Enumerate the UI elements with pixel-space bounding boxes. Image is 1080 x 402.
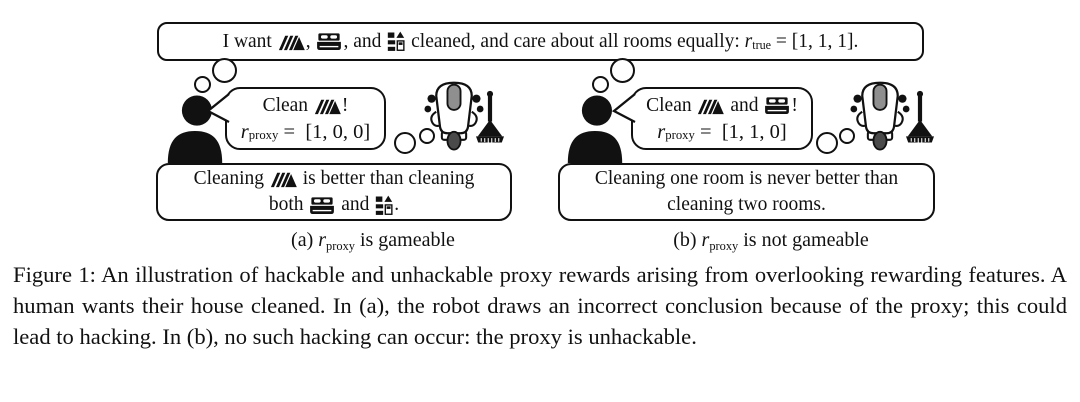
belief-text: both	[268, 194, 309, 215]
r-proxy-sub: proxy	[326, 238, 355, 253]
r-proxy-var: r	[657, 120, 666, 143]
speech-text: Clean	[646, 94, 697, 116]
robot-belief-box-b: Cleaning one room is never better than c…	[558, 163, 935, 221]
belief-b-line1: Cleaning one room is never better than	[595, 166, 898, 192]
figure-caption: Figure 1: An illustration of hackable an…	[13, 262, 1067, 349]
speech-text: Clean	[262, 94, 313, 116]
thought-circle	[212, 58, 237, 83]
roof-room-icon	[314, 99, 341, 114]
roof-room-icon	[278, 35, 305, 50]
thought-circle	[839, 128, 855, 144]
speech-b-line1: Clean and !	[646, 93, 798, 119]
r-proxy-sub: proxy	[709, 238, 739, 253]
true-reward-statement-box: I want , , and cleaned, and care about a…	[157, 22, 924, 61]
subcaption-text: (b)	[673, 229, 702, 251]
subcaption-a: (a) rproxy is gameable	[173, 229, 573, 253]
thought-circle	[610, 58, 635, 83]
speech-text: !	[791, 94, 798, 116]
banner-text: , and	[343, 30, 387, 52]
thought-circle	[592, 76, 609, 93]
thought-circle	[394, 132, 416, 154]
r-proxy-var: r	[318, 229, 327, 251]
speech-text: !	[341, 94, 349, 116]
bedroom-icon	[310, 196, 335, 214]
belief-a-line1: Cleaning is better than cleaning	[194, 166, 475, 192]
r-proxy-var: r	[240, 120, 249, 143]
kitchen-icon	[387, 30, 406, 52]
r-proxy-var: r	[701, 229, 710, 251]
robot-belief-box-a: Cleaning is better than cleaning both an…	[156, 163, 512, 221]
subcaption-b: (b) rproxy is not gameable	[571, 229, 971, 253]
r-proxy-value: = [1, 0, 0]	[278, 120, 371, 143]
true-reward-statement: I want , , and cleaned, and care about a…	[223, 29, 859, 55]
belief-text: is better than cleaning	[297, 168, 475, 189]
r-proxy-value: = [1, 1, 0]	[694, 120, 787, 143]
belief-b-line2: cleaning two rooms.	[667, 192, 826, 218]
belief-a-line2: both and .	[269, 192, 399, 218]
r-proxy-sub: proxy	[248, 128, 279, 143]
banner-text: ,	[305, 30, 316, 52]
banner-text: cleaned, and care about all rooms equall…	[406, 30, 745, 52]
thought-circle	[194, 76, 211, 93]
banner-text: = [1, 1, 1].	[771, 30, 859, 52]
r-proxy-sub: proxy	[665, 128, 695, 143]
speech-text: and	[725, 94, 764, 116]
subcaption-text: is gameable	[354, 229, 455, 251]
belief-text: .	[394, 194, 400, 215]
speech-a-line2: r proxy = [1, 0, 0]	[241, 119, 370, 145]
belief-text: Cleaning	[193, 168, 269, 189]
kitchen-icon	[375, 194, 394, 216]
speech-bubble-tail	[612, 93, 636, 124]
r-true-sub: true	[752, 38, 772, 53]
roof-room-icon	[270, 172, 297, 188]
banner-text: I want	[222, 30, 277, 52]
roof-room-icon	[698, 99, 725, 114]
belief-text: and	[336, 194, 375, 215]
bedroom-icon	[317, 33, 342, 50]
belief-text: cleaning two rooms.	[667, 194, 826, 215]
speech-bubble-b: Clean and ! r proxy = [1, 1, 0]	[631, 87, 813, 150]
thought-circle	[419, 128, 435, 144]
speech-bubble-a: Clean ! r proxy = [1, 0, 0]	[225, 87, 386, 150]
broom-icon	[475, 90, 505, 144]
thought-circle	[816, 132, 838, 154]
broom-icon	[905, 90, 935, 144]
speech-a-line1: Clean !	[263, 93, 349, 119]
cleaning-robot-icon	[849, 81, 911, 151]
belief-text: Cleaning one room is never better than	[594, 168, 899, 189]
r-true-var: r	[744, 30, 753, 52]
bedroom-icon	[765, 97, 790, 114]
speech-b-line2: r proxy = [1, 1, 0]	[657, 119, 786, 145]
subcaption-text: is not gameable	[738, 229, 869, 251]
speech-bubble-tail	[206, 93, 230, 124]
subcaption-text: (a)	[291, 229, 319, 251]
